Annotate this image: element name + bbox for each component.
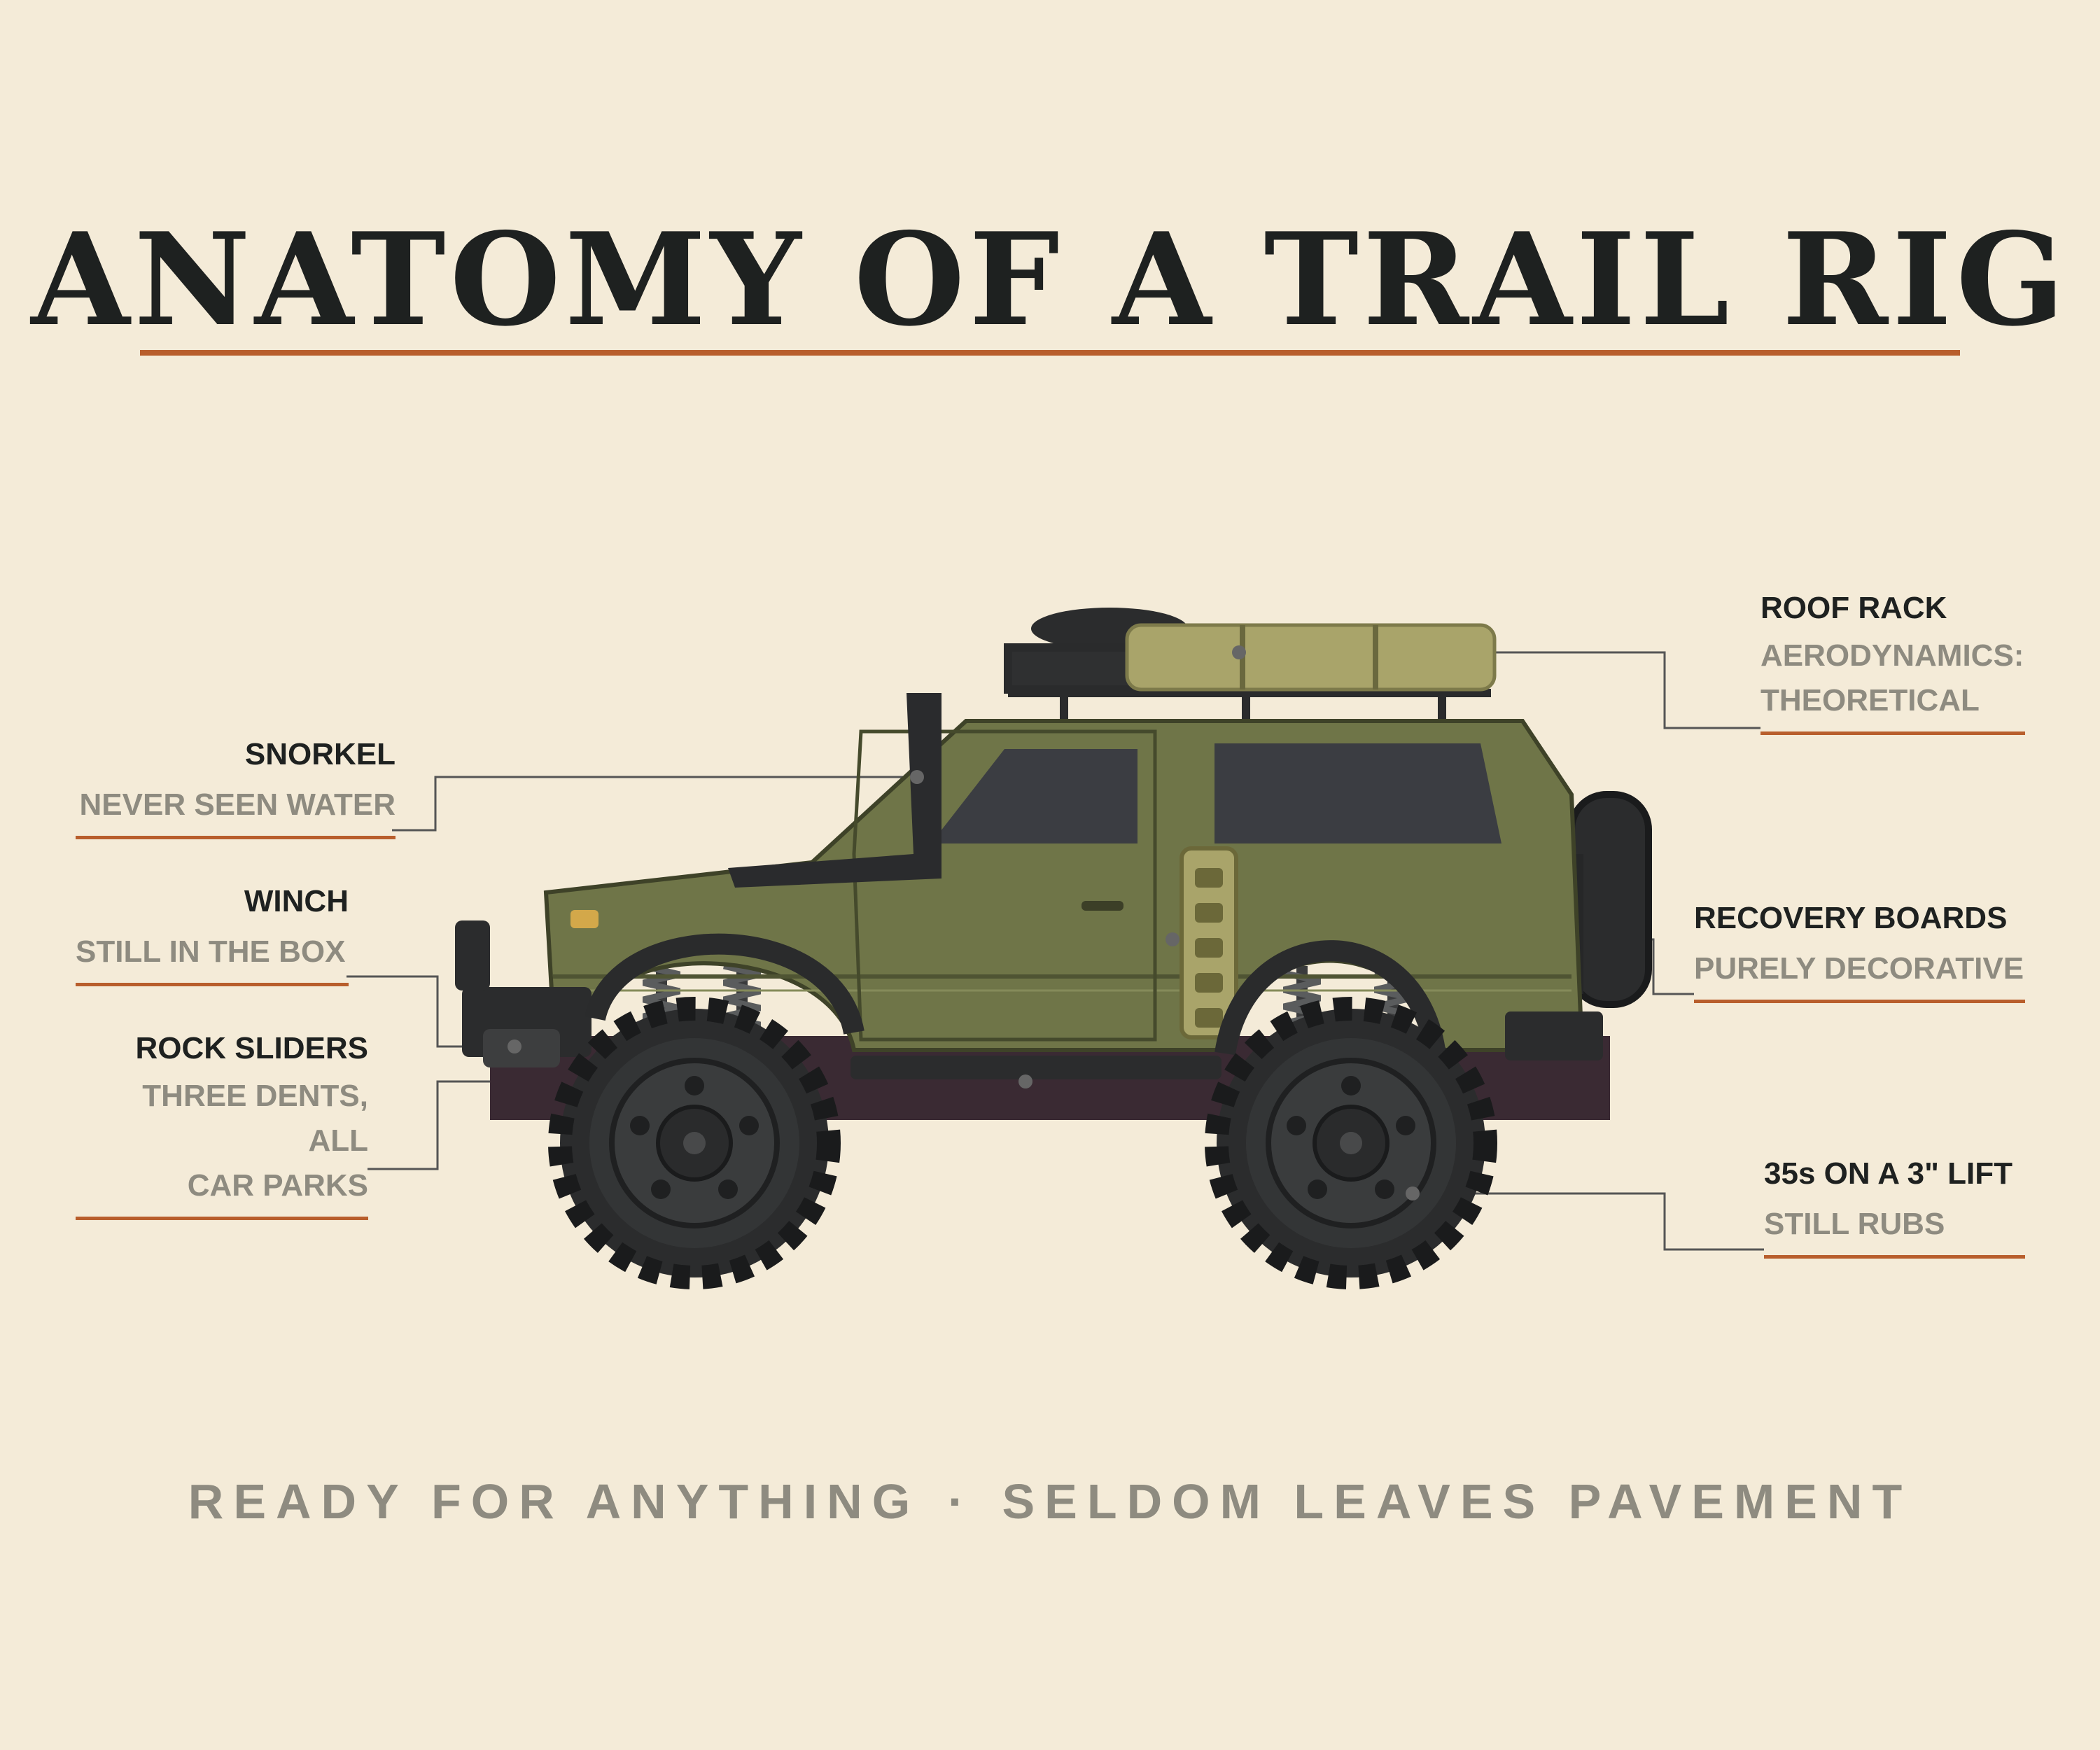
callout-name: SNORKEL — [244, 737, 396, 771]
footer-separator: · — [948, 1474, 974, 1529]
callout-note-line1: AERODYNAMICS: — [1760, 638, 2024, 673]
callout-name: RECOVERY BOARDS — [1694, 901, 2008, 935]
callout-underline — [1760, 732, 2025, 735]
callout-note: STILL RUBS — [1764, 1207, 1945, 1241]
rooftop-tent — [1125, 623, 1497, 692]
title-underline — [140, 350, 1960, 356]
callout-note-line2: THEORETICAL — [1760, 683, 1980, 718]
callout-name: ROOF RACK — [1760, 591, 1947, 625]
callout-winch: WINCH STILL IN THE BOX — [76, 886, 349, 986]
callout-underline — [1764, 1255, 2025, 1259]
footer-left-text: READY FOR ANYTHING — [188, 1474, 920, 1529]
callout-tires: 35s ON A 3" LIFT STILL RUBS — [1764, 1158, 2025, 1259]
rear-bumper — [1505, 1011, 1603, 1060]
callout-note: PURELY DECORATIVE — [1694, 951, 2024, 986]
rear-wheel — [1217, 1009, 1485, 1278]
headlight — [570, 910, 598, 928]
callout-note-line1: THREE DENTS, ALL — [142, 1079, 368, 1158]
callout-roof-rack: ROOF RACK AERODYNAMICS: THEORETICAL — [1760, 593, 2025, 735]
callout-underline — [1694, 1000, 2025, 1003]
callout-underline — [76, 1217, 368, 1220]
winch — [483, 1029, 560, 1068]
callout-note: STILL IN THE BOX — [76, 934, 346, 969]
callout-name: WINCH — [244, 884, 349, 918]
tires-leader — [1413, 1192, 1764, 1251]
roof-rack-leader — [1491, 651, 1760, 729]
snorkel — [728, 693, 941, 888]
callout-underline — [76, 836, 396, 839]
callout-name: 35s ON A 3" LIFT — [1764, 1156, 2013, 1191]
front-wheel — [560, 1009, 829, 1278]
callout-snorkel: SNORKEL NEVER SEEN WATER — [76, 739, 396, 839]
callout-rock-sliders: ROCK SLIDERS THREE DENTS, ALL CAR PARKS — [76, 1033, 368, 1220]
footer-right-text: SELDOM LEAVES PAVEMENT — [1002, 1474, 1912, 1529]
front-window — [931, 749, 1138, 844]
callout-recovery-boards: RECOVERY BOARDS PURELY DECORATIVE — [1694, 903, 2025, 1003]
page-title: ANATOMY OF A TRAIL RIG — [31, 204, 2069, 354]
callout-note-line2: CAR PARKS — [187, 1168, 368, 1203]
callout-note: NEVER SEEN WATER — [79, 788, 396, 822]
footer-tagline: READY FOR ANYTHING · SELDOM LEAVES PAVEMEN… — [0, 1477, 2100, 1526]
snorkel-leader — [392, 776, 917, 832]
callout-underline — [76, 983, 349, 986]
rock-slider — [850, 1056, 1222, 1079]
rear-window — [1214, 743, 1502, 844]
callout-name: ROCK SLIDERS — [135, 1031, 368, 1065]
